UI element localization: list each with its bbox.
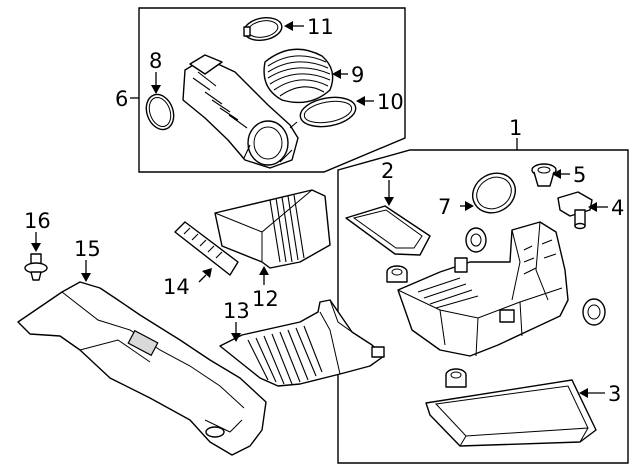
group-box-6: [138, 7, 406, 173]
push-pin-16: [24, 253, 48, 281]
seal-ring-7: [472, 172, 516, 214]
callout-15: 15: [74, 237, 101, 261]
callout-2: 2: [381, 159, 394, 183]
callout-13: 13: [223, 299, 250, 323]
callout-7: 7: [438, 195, 451, 219]
clamp-ring-10: [299, 96, 357, 128]
grommet-mid: [465, 227, 487, 253]
intake-duct-13: [219, 299, 385, 387]
callout-11: 11: [307, 15, 334, 39]
grommet-bottom: [445, 368, 467, 388]
callout-4: 4: [611, 196, 624, 220]
filter-element-2: [345, 205, 431, 256]
callout-5: 5: [573, 163, 586, 187]
bellows-hose-9: [263, 48, 334, 104]
intake-duct-12: [214, 189, 331, 269]
grommet-5: [531, 163, 557, 187]
group-box-1: [337, 149, 629, 464]
clamp-ring-8: [145, 93, 175, 131]
callout-6: 6: [115, 87, 128, 111]
filter-element-3: [425, 379, 597, 447]
seal-strip-14: [174, 221, 239, 276]
callout-12: 12: [252, 287, 279, 311]
callout-9: 9: [351, 63, 364, 87]
callout-labels: 1 2 3 4 5 6 7 8 9 10 11 12 13 14 15 16: [24, 15, 624, 406]
callout-8: 8: [149, 49, 162, 73]
grommet-right: [582, 298, 606, 326]
grommet-left: [386, 265, 408, 283]
callout-1: 1: [509, 116, 522, 140]
sensor-4: [557, 191, 593, 230]
callout-3: 3: [608, 382, 621, 406]
leader-lines: [31, 21, 608, 398]
callout-14: 14: [163, 275, 190, 299]
bracket-15: [17, 281, 267, 456]
callout-16: 16: [24, 209, 51, 233]
clamp-ring-11: [243, 16, 283, 42]
air-filter-housing-1: [397, 221, 569, 357]
intake-duct-6: [182, 54, 299, 169]
callout-10: 10: [377, 90, 404, 114]
